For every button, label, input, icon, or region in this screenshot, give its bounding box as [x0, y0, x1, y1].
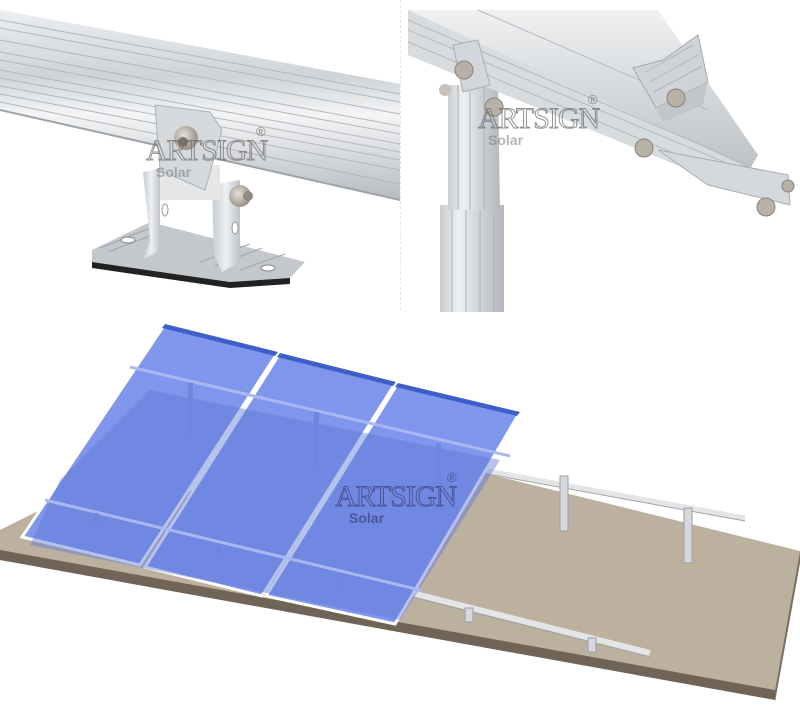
adjustable-leg	[440, 85, 504, 312]
solar-panel	[19, 322, 281, 567]
solar-array-illustration: ARTSIGN ® Solar	[0, 310, 800, 724]
rail	[0, 10, 400, 201]
solar-panels	[19, 322, 523, 626]
front-rail	[399, 587, 651, 658]
rail-lfoot-illustration: ARTSIGN ® Solar	[0, 0, 400, 290]
bolts	[439, 60, 795, 217]
bolt	[229, 185, 251, 207]
rail-leg-clamp-illustration: ARTSIGN ® Solar	[408, 0, 800, 312]
l-foot-base	[92, 104, 305, 288]
image-divider	[400, 0, 401, 310]
